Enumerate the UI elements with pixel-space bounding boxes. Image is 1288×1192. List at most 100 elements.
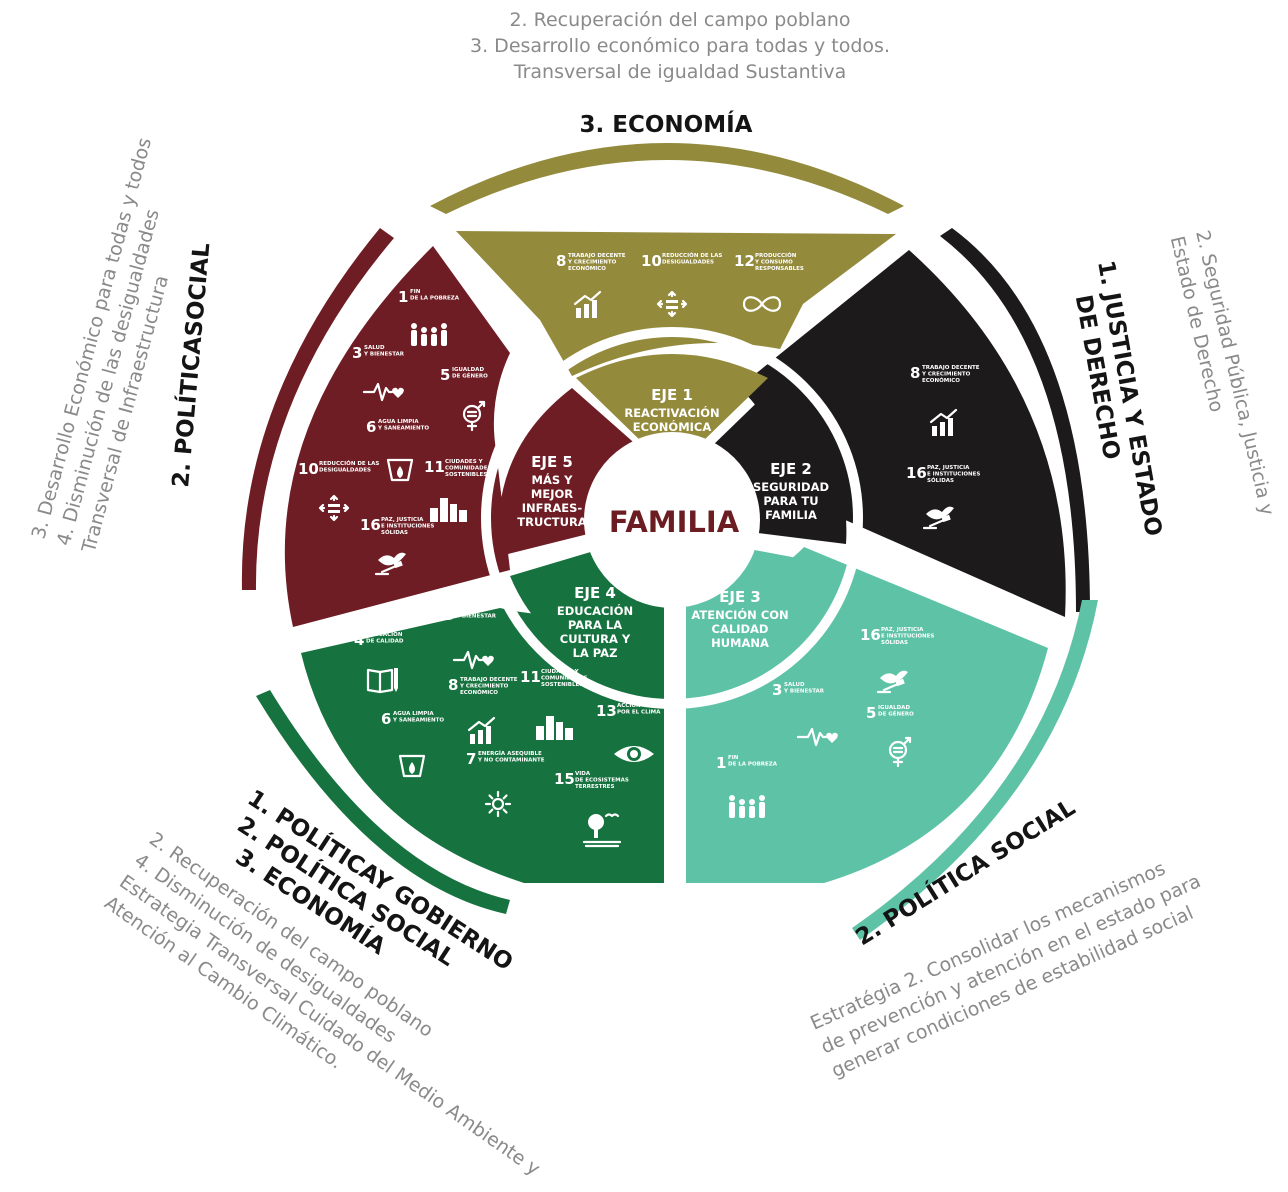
ods-number: 1 [716,754,726,772]
ods-number: 16 [360,516,381,534]
ods-label-line: ECONÓMICO [460,689,498,696]
inner-segment-eje-1 [576,354,768,444]
eje-5-name-line: MÁS Y [532,472,574,487]
dove-gavel-icon [876,670,908,694]
ods-label-line: Y CRECIMIENTO [459,684,509,690]
infinity-icon [742,296,782,312]
ods-number: 4 [354,631,364,649]
growth-chart-icon [467,716,496,744]
ods-label-line: AGUA LIMPIA [393,711,434,717]
ods-number: 16 [860,626,881,644]
eje-5-name-line: TRUCTURA [517,515,587,529]
ods-label-line: SOSTENIBLES [541,682,583,688]
city-buildings-icon [430,498,467,522]
segment-eje-2 [738,250,1066,617]
ods-label-line: PAZ, JUSTICIA [927,465,970,471]
ods-label-line: CIUDADES Y [445,459,484,465]
ods-label-line: Y NO CONTAMINANTE [477,758,545,764]
caption-line: 3. Desarrollo económico para todas y tod… [470,35,890,57]
ods-label-line: DE LA POBREZA [410,296,460,302]
ods-label-line: EDUCACIÓN [366,631,403,638]
ods-label-line: Y CONSUMO [754,260,793,266]
family-icon [411,323,447,346]
water-drop-icon [398,754,426,778]
ods-label-line: ECONÓMICO [568,265,606,272]
ods-label-line: SALUD [784,682,805,688]
eje-2-name-line: SEGURIDAD [753,480,829,494]
ods-label-line: Y SANEAMIENTO [392,718,444,724]
ods-label-line: TRABAJO DECENTE [922,365,980,371]
ods-label-line: DESIGUALDADES [319,468,371,474]
eye-globe-icon [614,746,654,762]
eje-3-number: EJE 3 [719,588,761,606]
eje-5-name-line: MEJOR [531,487,573,501]
city-buildings-icon [536,716,573,740]
eje-2-number: EJE 2 [770,460,812,478]
eje-4-number: EJE 4 [574,584,616,602]
ods-number: 11 [520,668,541,686]
ods-label-line: SOSTENIBLES [445,472,487,478]
pillar-economia-title: 3. ECONOMÍA [580,110,753,138]
ods-label-line: PAZ, JUSTICIA [881,627,924,633]
tree-birds-icon [582,813,622,848]
ods-label-line: IGUALDAD [452,367,484,373]
caption-bottom-right: Estratégia 2. Consolidar los mecanismosd… [807,857,1204,1082]
ods-label-line: Y BIENESTAR [363,352,405,358]
eje-1-name-line: REACTIVACIÓN [624,405,719,420]
eje-2-name-line: PARA TU [763,494,818,508]
heartbeat-icon [362,382,404,402]
family-icon [729,795,765,818]
sun-energy-icon [484,790,512,818]
eje-5-name-line: INFRAES- [522,501,583,515]
center-disc: FAMILIA [584,432,760,608]
ods-number: 5 [440,366,450,384]
ods-label-line: VIDA [575,771,591,777]
ods-label-line: PAZ, JUSTICIA [381,517,424,523]
ods-label-line: E INSTITUCIONES [881,634,934,640]
eje-2-name-line: FAMILIA [765,508,817,522]
caption-line: Transversal de igualdad Sustantiva [513,61,846,83]
ods-label-line: RESPONSABLES [755,266,804,272]
ods-number: 6 [366,418,376,436]
ods-label-line: IGUALDAD [878,705,910,711]
ods-number: 10 [641,252,662,270]
ods-label-line: FIN [728,755,739,761]
ods-label-line: FIN [410,289,421,295]
ring-gap-lines [481,327,863,709]
ods-label-line: Y BIENESTAR [783,689,825,695]
ods-label-line: DE GÉNERO [878,710,914,718]
equality-arrows-icon [656,290,688,318]
outer-rim-arcs [241,143,1098,940]
eje-4-name-line: PARA LA [568,618,622,632]
growth-chart-icon [929,408,958,436]
dove-gavel-icon [374,552,406,576]
ods-label-line: Y CRECIMIENTO [567,260,617,266]
ods-label-line: TERRESTRES [575,784,614,790]
eje-1-name-line: ECONÓMICA [633,419,712,434]
